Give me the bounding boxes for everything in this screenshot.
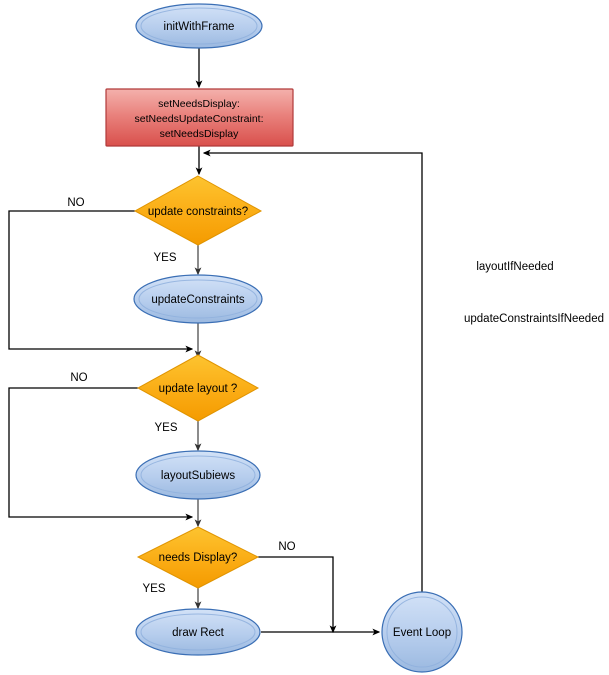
node-update-layout-decision[interactable]: update layout ? (136, 354, 260, 422)
edge-updateconstraints-no-loop (8, 210, 194, 353)
draw-rect-label: draw Rect (172, 627, 225, 639)
set-needs-line-2: setNeedsUpdateConstraint: (135, 113, 264, 125)
event-loop-circle (381, 591, 463, 673)
update-constraints-ellipse (133, 274, 263, 324)
edge-label-yes-display: YES (142, 583, 165, 595)
update-constraints-label: updateConstraints (151, 294, 245, 306)
update-layout-decision-label: update layout ? (159, 383, 238, 395)
node-draw-rect[interactable]: draw Rect (135, 608, 261, 656)
edge-label-no-layout: NO (70, 372, 87, 384)
update-constraints-decision-diamond (133, 175, 263, 246)
init-with-frame-label: initWithFrame (164, 21, 235, 33)
edge-eventloop-to-setneeds (202, 149, 423, 592)
annotation-update-constraints-if-needed: updateConstraintsIfNeeded (464, 313, 604, 325)
set-needs-line-3: setNeedsDisplay (160, 128, 240, 140)
edge-updatelayout-no-loop (8, 387, 194, 521)
draw-rect-ellipse (135, 608, 261, 656)
node-event-loop[interactable]: Event Loop (381, 591, 463, 673)
draw-rect-inner-ring (140, 613, 256, 651)
layout-subviews-ellipse (135, 450, 261, 500)
edge-label-yes-constraints: YES (153, 252, 176, 264)
node-needs-display-decision[interactable]: needs Display? (136, 526, 260, 589)
node-update-constraints-decision[interactable]: update constraints? (133, 175, 263, 246)
update-constraints-decision-label: update constraints? (148, 206, 248, 218)
layout-subviews-inner-ring (140, 455, 256, 495)
set-needs-line-1: setNeedsDisplay: (158, 98, 240, 110)
node-layout-subviews[interactable]: layoutSubiews (135, 450, 261, 500)
edge-needsdisplay-no (258, 556, 337, 634)
set-needs-box-rect (105, 88, 294, 147)
update-layout-decision-diamond (136, 354, 260, 422)
event-loop-inner-ring (386, 596, 458, 668)
event-loop-label: Event Loop (393, 627, 451, 639)
layout-subviews-label: layoutSubiews (161, 470, 235, 482)
edge-label-no-display: NO (278, 541, 295, 553)
edge-label-no-constraints: NO (67, 197, 84, 209)
init-with-frame-inner-ring (140, 7, 258, 45)
update-constraints-inner-ring (138, 279, 258, 319)
needs-display-decision-label: needs Display? (159, 552, 238, 564)
node-set-needs-box[interactable]: setNeedsDisplay: setNeedsUpdateConstrain… (105, 88, 294, 147)
annotation-layout-if-needed: layoutIfNeeded (476, 261, 553, 273)
node-update-constraints[interactable]: updateConstraints (133, 274, 263, 324)
needs-display-decision-diamond (136, 526, 260, 589)
init-with-frame-ellipse (135, 3, 263, 49)
node-init-with-frame[interactable]: initWithFrame (135, 3, 263, 49)
edge-label-yes-layout: YES (154, 422, 177, 434)
